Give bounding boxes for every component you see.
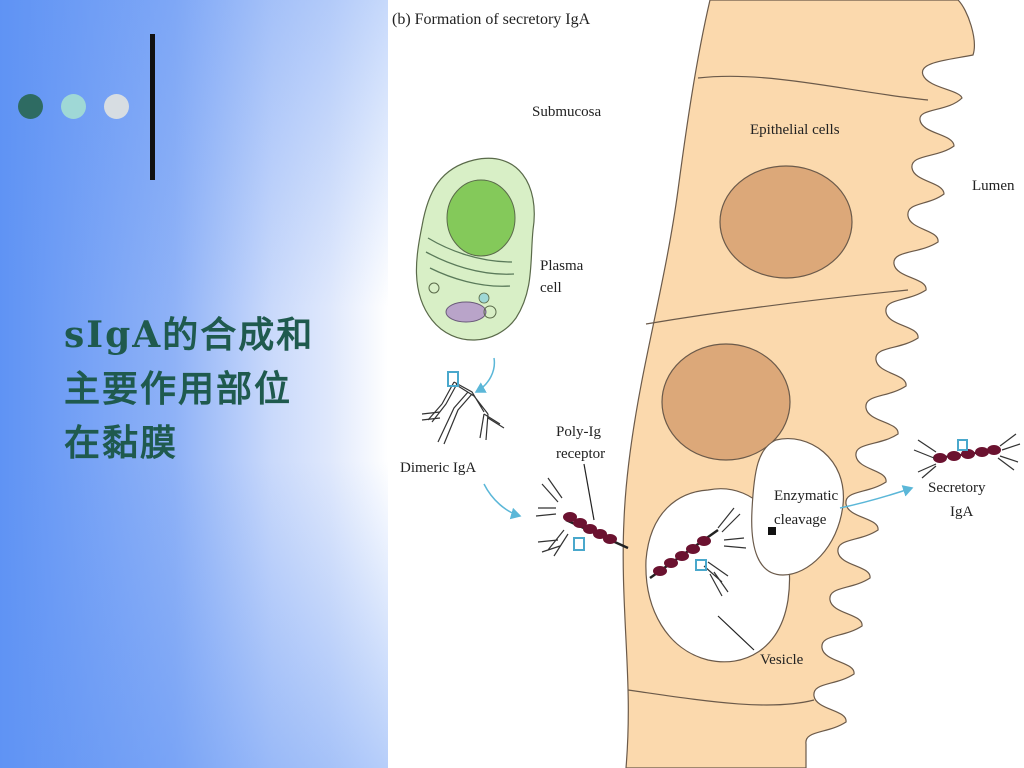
bullet-dot-dark [18, 94, 43, 119]
cleavage-marker [768, 527, 776, 535]
dimeric-iga-molecule [421, 381, 505, 445]
epithelial-nucleus-upper [719, 165, 853, 279]
label-enzymatic-line1: Enzymatic [774, 488, 838, 504]
cell-boundary-top [697, 75, 929, 101]
plasma-nucleus [446, 179, 516, 257]
left-panel [0, 0, 388, 768]
iga-figure: (b) Formation of secretory IgA Submucosa… [388, 0, 1024, 768]
iga-at-receptor [535, 477, 569, 557]
slide-title-line-1: sIgA的合成和 [64, 314, 315, 356]
arrow-plasma-to-iga [474, 357, 496, 393]
epithelial-nucleus-lower [661, 343, 791, 461]
plasma-vesicle-a [428, 282, 440, 294]
label-polyig-line2: receptor [556, 446, 605, 462]
cell-boundary-middle [645, 289, 909, 325]
secretory-iga-molecule [913, 433, 1021, 479]
diagram-heading: (b) Formation of secretory IgA [392, 11, 591, 28]
slide-title: sIgA的合成和 主要作用部位 在黏膜 [64, 308, 354, 470]
dimeric-iga-j-chain [447, 371, 459, 387]
label-plasma-line2: cell [540, 280, 562, 296]
label-plasma-line1: Plasma [540, 258, 584, 274]
label-epithelial-cells: Epithelial cells [750, 122, 840, 138]
title-divider-bar [150, 34, 155, 180]
vesicle-j-chain [695, 559, 707, 571]
vesicle-cleavage [751, 438, 844, 576]
slide-title-line-2: 主要作用部位 [64, 368, 293, 410]
poly-ig-receptor-surface [563, 512, 629, 550]
cell-boundary-bottom [627, 689, 815, 706]
label-secretory-line1: Secretory [928, 480, 986, 496]
label-lumen: Lumen [972, 178, 1015, 194]
poly-ig-receptor-vesicle [649, 528, 719, 580]
arrow-cleavage-to-secretory [839, 485, 914, 509]
plasma-vesicle-b [483, 305, 497, 319]
plasma-golgi [445, 301, 487, 323]
label-submucosa: Submucosa [532, 104, 602, 120]
label-secretory-line2: IgA [950, 504, 973, 520]
bullet-dot-gray [104, 94, 129, 119]
receptor-j-chain [573, 537, 585, 551]
label-dimeric-iga: Dimeric IgA [400, 460, 476, 476]
label-polyig-line1: Poly-Ig [556, 424, 602, 440]
label-enzymatic-line2: cleavage [774, 512, 827, 528]
iga-in-vesicle [703, 507, 747, 597]
label-vesicle: Vesicle [760, 652, 804, 668]
arrow-dimeric-to-receptor [483, 483, 522, 520]
polyig-leader [583, 463, 595, 521]
vesicle-leader [717, 615, 755, 651]
plasma-er [425, 237, 515, 287]
bullet-dot-light [61, 94, 86, 119]
iga-diagram: (b) Formation of secretory IgA Submucosa… [392, 0, 1021, 768]
slide-title-line-3: 在黏膜 [64, 422, 179, 464]
plasma-vesicle-c [478, 292, 490, 304]
